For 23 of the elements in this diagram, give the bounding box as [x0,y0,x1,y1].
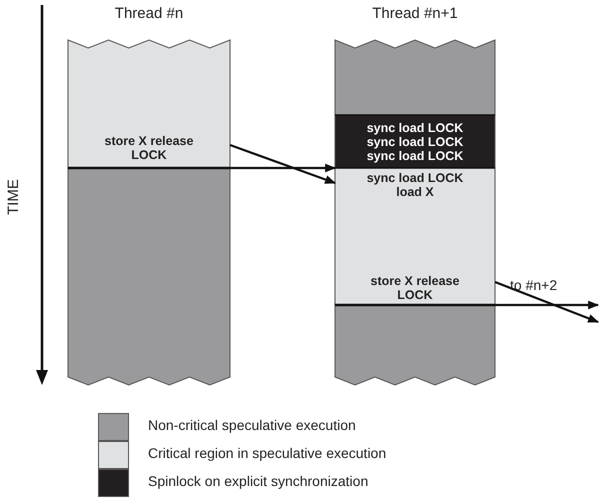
arrow [495,300,600,310]
arrow [230,164,336,172]
arrow [230,144,336,184]
speculative-region [68,168,230,385]
instruction-text: sync load LOCK load X [366,171,464,199]
thread-heading: Thread #n+1 [371,5,459,22]
arrow-label: to #n+2 [510,277,558,293]
thread-heading: Thread #n [114,5,184,22]
instruction-text: store X release LOCK [370,274,460,302]
instruction-text: sync load LOCK [366,120,464,134]
instruction-text: store X release LOCK [104,134,194,162]
legend-text: Spinlock on explicit synchronization [148,473,368,489]
spinlock-region [335,115,495,168]
legend-text: Critical region in speculative execution [148,445,386,461]
speculative-region [335,305,495,385]
critical-region [335,168,495,305]
instruction-text: sync load LOCK [366,148,464,162]
speculative-region [335,40,495,115]
arrow [494,280,600,324]
axis-label: TIME [5,179,22,215]
instruction-text: sync load LOCK [366,134,464,148]
legend-text: Non-critical speculative execution [148,417,356,433]
critical-region [68,40,230,168]
